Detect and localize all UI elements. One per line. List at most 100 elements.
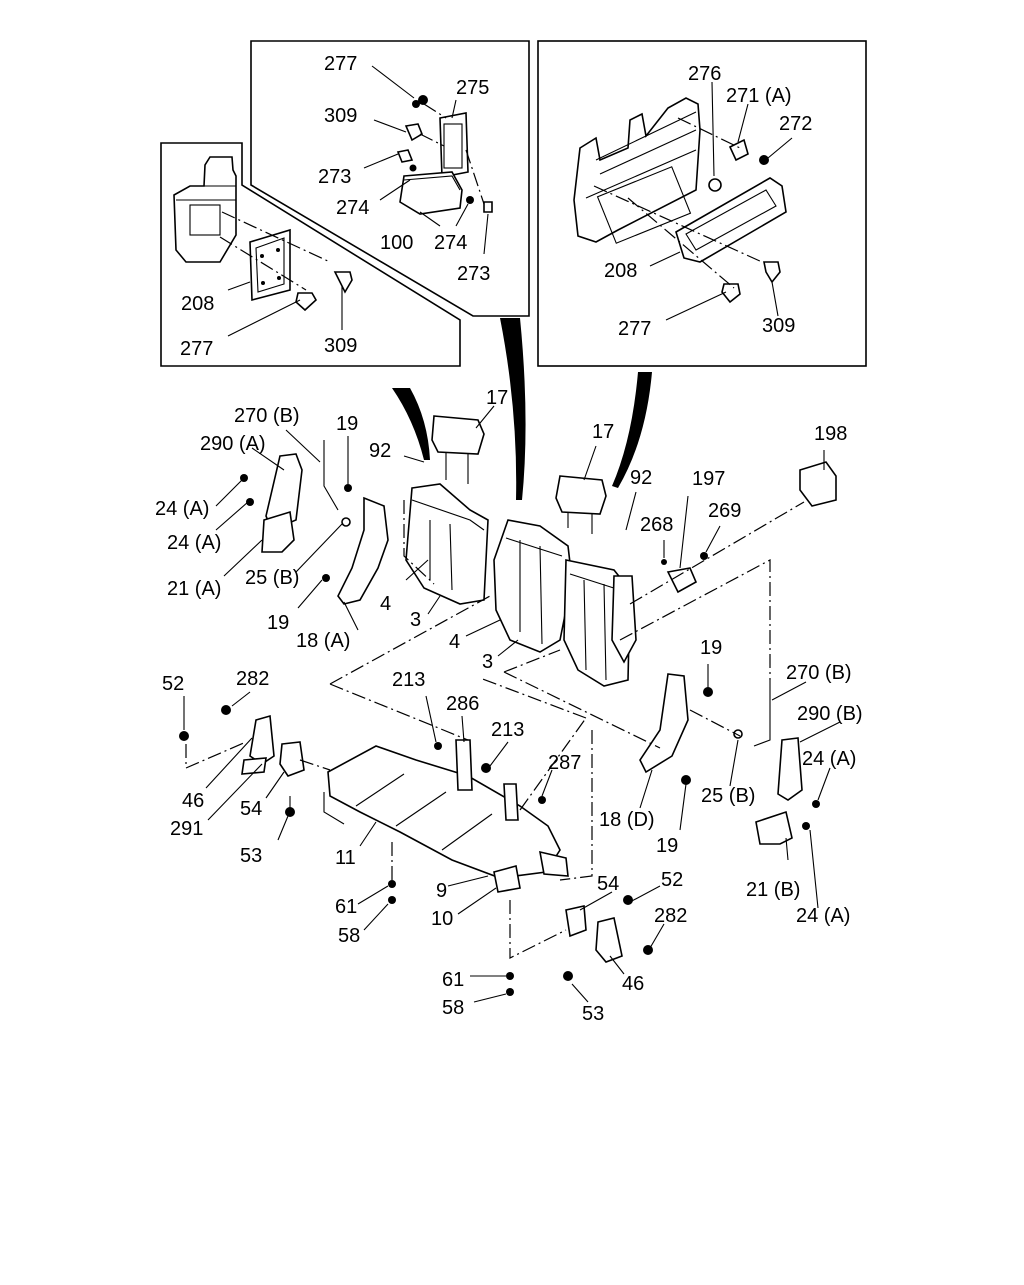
callout-197: 197 (692, 468, 725, 490)
left-seatback (405, 415, 489, 605)
callout-24a-3: 24 (A) (802, 748, 856, 770)
inset-pointer-arrow-middle (500, 318, 526, 500)
callout-277-b: 277 (180, 338, 213, 360)
callout-273-b: 273 (457, 263, 490, 285)
callout-3-b: 3 (482, 651, 493, 673)
callout-309-b: 309 (324, 335, 357, 357)
callout-17-a: 17 (486, 387, 508, 409)
inset-right-plate-208 (675, 177, 787, 263)
callout-61-a: 61 (335, 896, 357, 918)
callout-labels: 277 275 309 273 274 100 274 273 208 277 … (155, 53, 863, 1025)
callout-24a-1: 24 (A) (155, 498, 209, 520)
callout-19-b: 19 (267, 612, 289, 634)
inset-pointer-arrow-left (392, 388, 430, 460)
alignment-lines (185, 500, 805, 959)
inset-right-frame (537, 40, 867, 367)
callout-54-b: 54 (597, 873, 619, 895)
inset-middle-plate-275 (439, 112, 469, 178)
inset-right-271a (728, 138, 749, 162)
cable-270b-right (753, 680, 771, 747)
callout-270b-a: 270 (B) (234, 405, 300, 427)
callout-53-a: 53 (240, 845, 262, 867)
callout-25b-a: 25 (B) (245, 567, 299, 589)
inset-middle-box-100 (399, 171, 463, 215)
left-base-brackets (179, 705, 305, 817)
callout-9: 9 (436, 880, 447, 902)
callout-58-b: 58 (442, 997, 464, 1019)
callout-92-b: 92 (630, 467, 652, 489)
inset-left-plate-208 (249, 228, 291, 302)
callout-213-a: 213 (392, 669, 425, 691)
bracket-286 (455, 739, 473, 791)
callout-271a: 271 (A) (726, 85, 792, 107)
callout-290a: 290 (A) (200, 433, 266, 455)
callout-4-a: 4 (380, 593, 391, 615)
right-hinge-assembly (639, 461, 837, 845)
callout-290b: 290 (B) (797, 703, 863, 725)
callout-19-a: 19 (336, 413, 358, 435)
callout-277-a: 277 (324, 53, 357, 75)
callout-4-b: 4 (449, 631, 460, 653)
callout-291: 291 (170, 818, 203, 840)
callout-286: 286 (446, 693, 479, 715)
plate-197 (666, 567, 698, 594)
right-base-brackets (388, 880, 653, 996)
callout-61-b: 61 (442, 969, 464, 991)
plate-291 (241, 757, 267, 775)
callout-92-a: 92 (369, 440, 391, 462)
latch-10 (493, 864, 521, 893)
cover-198 (799, 461, 837, 507)
callout-18d: 18 (D) (599, 809, 655, 831)
callout-269: 269 (708, 500, 741, 522)
inset-left-frame (160, 142, 461, 367)
callout-58-a: 58 (338, 925, 360, 947)
callout-53-b: 53 (582, 1003, 604, 1025)
bracket-46-right (595, 917, 623, 963)
bracket-54-right (565, 905, 587, 938)
callout-100: 100 (380, 232, 413, 254)
left-headrest-17 (431, 415, 485, 455)
bracket-54-left (279, 741, 305, 777)
callout-10: 10 (431, 908, 453, 930)
callout-282-a: 282 (236, 668, 269, 690)
callout-208-b: 208 (604, 260, 637, 282)
callout-11: 11 (335, 847, 356, 869)
callout-52-a: 52 (162, 673, 184, 695)
callout-277-c: 277 (618, 318, 651, 340)
inset-left-clip-309 (333, 271, 353, 294)
callout-274-b: 274 (434, 232, 467, 254)
callout-52-b: 52 (661, 869, 683, 891)
bracket-21a (261, 510, 295, 553)
callout-19-d: 19 (656, 835, 678, 857)
right-seatback (563, 559, 637, 687)
hinge-290a (265, 453, 303, 532)
right-headrest-17 (555, 475, 607, 515)
inset-left-seatback (173, 156, 353, 312)
callout-17-b: 17 (592, 421, 614, 443)
inset-middle-frame (250, 40, 530, 317)
callout-25b-b: 25 (B) (701, 785, 755, 807)
callout-213-b: 213 (491, 719, 524, 741)
callout-3-a: 3 (410, 609, 421, 631)
callout-46-b: 46 (622, 973, 644, 995)
inset-left-screw-277 (295, 292, 318, 312)
bracket-46-left (249, 714, 275, 765)
callout-287: 287 (548, 752, 581, 774)
callout-276: 276 (688, 63, 721, 85)
hinge-18a (337, 496, 389, 605)
callout-270b-b: 270 (B) (786, 662, 852, 684)
callout-273-a: 273 (318, 166, 351, 188)
left-hinge-assembly (240, 440, 389, 605)
inset-right-seatback (573, 97, 787, 304)
center-seatback (493, 475, 607, 653)
callout-21a: 21 (A) (167, 578, 221, 600)
callout-24a-4: 24 (A) (796, 905, 850, 927)
callout-309-a: 309 (324, 105, 357, 127)
leader-lines (183, 65, 841, 1003)
hinge-290b (777, 737, 803, 801)
callout-274-a: 274 (336, 197, 369, 219)
callout-275: 275 (456, 77, 489, 99)
callout-46-a: 46 (182, 790, 204, 812)
